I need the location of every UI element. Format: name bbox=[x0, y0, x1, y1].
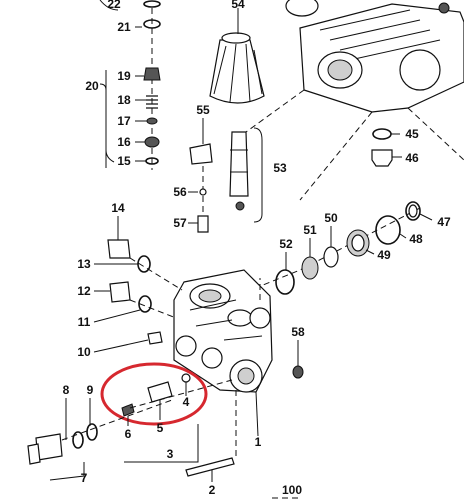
check-valve-5 bbox=[147, 381, 173, 403]
spring-18 bbox=[146, 95, 158, 109]
label-17: 17 bbox=[117, 114, 131, 128]
highlight-ellipse bbox=[100, 362, 208, 426]
inlet-group bbox=[27, 398, 173, 481]
label-58: 58 bbox=[291, 325, 305, 339]
label-4: 4 bbox=[183, 395, 190, 409]
seat-17 bbox=[146, 117, 158, 125]
plug-12 bbox=[109, 281, 131, 303]
label-52: 52 bbox=[279, 237, 293, 251]
label-12: 12 bbox=[77, 284, 91, 298]
bracket-3 bbox=[124, 424, 199, 463]
labels: 22 21 20 19 18 17 16 15 54 55 56 57 53 4… bbox=[63, 0, 451, 497]
label-11: 11 bbox=[78, 315, 91, 329]
label-53: 53 bbox=[273, 161, 287, 175]
label-14: 14 bbox=[111, 201, 125, 215]
fittings-group bbox=[93, 216, 183, 353]
oring-11 bbox=[138, 295, 152, 313]
spring-57 bbox=[197, 215, 209, 233]
valve-16 bbox=[144, 136, 160, 148]
valve-stack-group bbox=[99, 0, 161, 170]
label-22: 22 bbox=[107, 0, 121, 11]
label-6: 6 bbox=[125, 427, 132, 441]
label-50: 50 bbox=[324, 211, 338, 225]
label-56: 56 bbox=[173, 185, 187, 199]
seal-50 bbox=[323, 246, 339, 268]
label-8: 8 bbox=[63, 383, 70, 397]
unloader-group bbox=[188, 8, 265, 233]
label-46: 46 bbox=[405, 151, 419, 165]
ring-52 bbox=[275, 269, 295, 295]
plug-46 bbox=[371, 149, 393, 167]
ring-9 bbox=[86, 423, 98, 441]
bracket-22 bbox=[99, 0, 119, 11]
bolt-2 bbox=[185, 457, 235, 477]
oring-48 bbox=[375, 215, 401, 245]
manifold-group bbox=[173, 269, 273, 456]
label-49: 49 bbox=[377, 248, 391, 262]
crankcase-group bbox=[245, 0, 464, 201]
bracket-20 bbox=[99, 70, 115, 168]
label-54: 54 bbox=[231, 0, 245, 11]
plug-58 bbox=[292, 365, 304, 379]
spring-6 bbox=[121, 403, 135, 417]
bracket-53 bbox=[253, 127, 263, 223]
fitting-55 bbox=[189, 143, 213, 165]
label-19: 19 bbox=[117, 69, 131, 83]
label-45: 45 bbox=[405, 127, 419, 141]
label-20: 20 bbox=[85, 79, 99, 93]
seal-47 bbox=[405, 201, 421, 221]
plug-10 bbox=[147, 331, 163, 345]
oring-45 bbox=[372, 128, 392, 140]
seal-stack-group bbox=[235, 201, 433, 297]
label-15: 15 bbox=[117, 154, 131, 168]
label-2: 2 bbox=[209, 483, 216, 497]
label-48: 48 bbox=[409, 232, 423, 246]
label-7: 7 bbox=[81, 471, 88, 485]
label-5: 5 bbox=[157, 421, 164, 435]
oring-8 bbox=[72, 431, 84, 449]
cap-54 bbox=[209, 39, 265, 104]
misc-group bbox=[185, 340, 304, 499]
label-13: 13 bbox=[77, 257, 91, 271]
ball-4 bbox=[181, 373, 191, 383]
label-100: 100 bbox=[282, 483, 302, 497]
washer-22 bbox=[143, 0, 161, 8]
unloader-53 bbox=[229, 131, 249, 197]
valve-cap-19 bbox=[143, 67, 161, 81]
label-9: 9 bbox=[87, 383, 94, 397]
plug-14 bbox=[107, 239, 131, 259]
label-47: 47 bbox=[437, 215, 451, 229]
label-51: 51 bbox=[303, 223, 317, 237]
label-57: 57 bbox=[173, 216, 187, 230]
label-3: 3 bbox=[167, 447, 174, 461]
label-55: 55 bbox=[196, 103, 210, 117]
seal-51 bbox=[301, 256, 319, 280]
label-16: 16 bbox=[117, 135, 131, 149]
ball-56 bbox=[199, 188, 207, 196]
label-1: 1 bbox=[255, 435, 262, 449]
label-18: 18 bbox=[117, 93, 131, 107]
label-21: 21 bbox=[117, 20, 131, 34]
label-10: 10 bbox=[77, 345, 91, 359]
injector-group bbox=[100, 362, 233, 463]
